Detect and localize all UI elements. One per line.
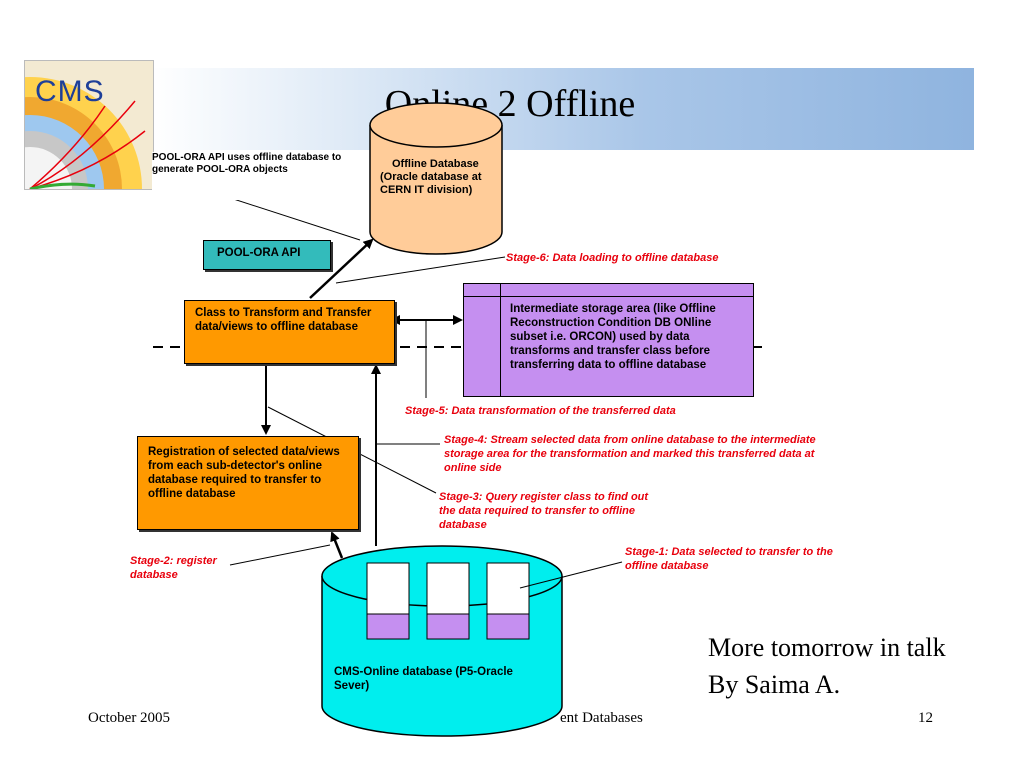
- callout-stage1: [519, 561, 623, 589]
- intermediate-column-divider: [500, 296, 501, 396]
- footer-page-number: 12: [918, 710, 933, 726]
- pool-ora-api-box: POOL-ORA API: [203, 240, 331, 270]
- intermediate-storage-box: Intermediate storage area (like Offline …: [463, 283, 754, 397]
- pool-ora-note: POOL-ORA API uses offline database to ge…: [152, 152, 348, 200]
- stage3-label: Stage-3: Query register class to find ou…: [439, 491, 649, 531]
- note-line-1: More tomorrow in talk: [708, 633, 946, 662]
- transform-class-label: Class to Transform and Transfer data/vie…: [195, 307, 372, 333]
- online-table-2: [426, 562, 470, 640]
- arrow-online-to-registration: [330, 531, 344, 559]
- arrow-to-offline-db: [309, 238, 374, 299]
- registration-label: Registration of selected data/views from…: [148, 446, 340, 500]
- cms-logo-text: CMS: [35, 75, 105, 108]
- callout-stage6: [335, 256, 506, 284]
- online-database-label: CMS-Online database (P5-Oracle Sever): [334, 666, 513, 692]
- note-line-2: By Saima A.: [708, 670, 841, 699]
- intermediate-header-cell: [464, 284, 501, 297]
- stage5-label: Stage-5: Data transformation of the tran…: [405, 405, 676, 417]
- stage1-label: Stage-1: Data selected to transfer to th…: [625, 546, 833, 572]
- cms-logo: CMS: [24, 60, 154, 190]
- intermediate-header-row: [500, 284, 753, 297]
- transform-class-box: Class to Transform and Transfer data/vie…: [184, 300, 395, 364]
- online-table-3: [486, 562, 530, 640]
- stage6-label: Stage-6: Data loading to offline databas…: [506, 252, 719, 264]
- online-table-1: [366, 562, 410, 640]
- footer-center: ent Databases: [560, 710, 643, 726]
- intermediate-storage-label: Intermediate storage area (like Offline …: [510, 303, 716, 371]
- stage4-label: Stage-4: Stream selected data from onlin…: [444, 434, 816, 474]
- offline-database-cylinder: [369, 102, 503, 255]
- stage2-label: Stage-2: register database: [130, 555, 217, 581]
- offline-database-label: Offline Database (Oracle database at CER…: [380, 158, 482, 196]
- registration-box: Registration of selected data/views from…: [137, 436, 359, 530]
- cms-logo-graphic: [25, 77, 146, 189]
- callout-stage2: [229, 544, 331, 566]
- pool-ora-api-label: POOL-ORA API: [217, 247, 301, 259]
- title-band: [150, 68, 974, 150]
- callout-pool-note: [214, 192, 361, 241]
- footer-date: October 2005: [88, 710, 171, 726]
